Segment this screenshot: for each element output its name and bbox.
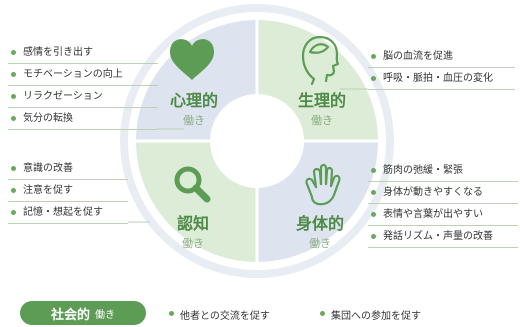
social-item: 集団への参加を促す — [318, 307, 421, 322]
social-function-badge: 社会的 働き — [20, 301, 146, 325]
social-item: 他者との交流を促す — [167, 307, 270, 322]
physical-title: 身体的 — [296, 214, 344, 233]
head-profile-icon — [301, 35, 340, 86]
heart-icon — [170, 39, 214, 80]
cog-title: 認知 — [177, 214, 209, 233]
list-item: 注意を促す — [8, 180, 128, 202]
hand-icon — [305, 163, 341, 206]
physio-title: 生理的 — [298, 91, 346, 110]
psych-title: 心理的 — [170, 91, 218, 110]
psych-sub: 働き — [183, 114, 205, 127]
list-item: リラクゼーション — [8, 86, 158, 108]
list-item: 記憶・想起を促す — [8, 202, 128, 224]
list-item: 筋肉の弛緩・緊張 — [368, 160, 518, 182]
psychological-effects-list: 感情を引き出す モチベーションの向上 リラクゼーション 気分の転換 — [8, 42, 158, 130]
social-label: 社会的 — [50, 307, 90, 323]
list-item: 脳の血流を促進 — [368, 46, 515, 68]
magnifier-icon — [174, 166, 211, 203]
physical-sub: 働き — [309, 237, 331, 250]
list-item: 意識の改善 — [8, 158, 128, 180]
physio-sub: 働き — [311, 114, 333, 127]
list-item: 身体が動きやすくなる — [368, 182, 518, 204]
list-item: 呼吸・脈拍・血圧の変化 — [368, 68, 515, 90]
list-item: 表情や言葉が出やすい — [368, 204, 518, 226]
physical-effects-list: 筋肉の弛緩・緊張 身体が動きやすくなる 表情や言葉が出やすい 発話リズム・声量の… — [368, 160, 518, 248]
list-item: モチベーションの向上 — [8, 64, 158, 86]
cog-sub: 働き — [182, 237, 204, 250]
center-circle — [210, 94, 304, 188]
list-item: 感情を引き出す — [8, 42, 158, 64]
list-item: 気分の転換 — [8, 108, 158, 130]
physiological-effects-list: 脳の血流を促進 呼吸・脈拍・血圧の変化 — [368, 46, 515, 90]
cognitive-effects-list: 意識の改善 注意を促す 記憶・想起を促す — [8, 158, 128, 224]
list-item: 発話リズム・声量の改善 — [368, 226, 518, 248]
social-sub: 働き — [95, 309, 115, 321]
